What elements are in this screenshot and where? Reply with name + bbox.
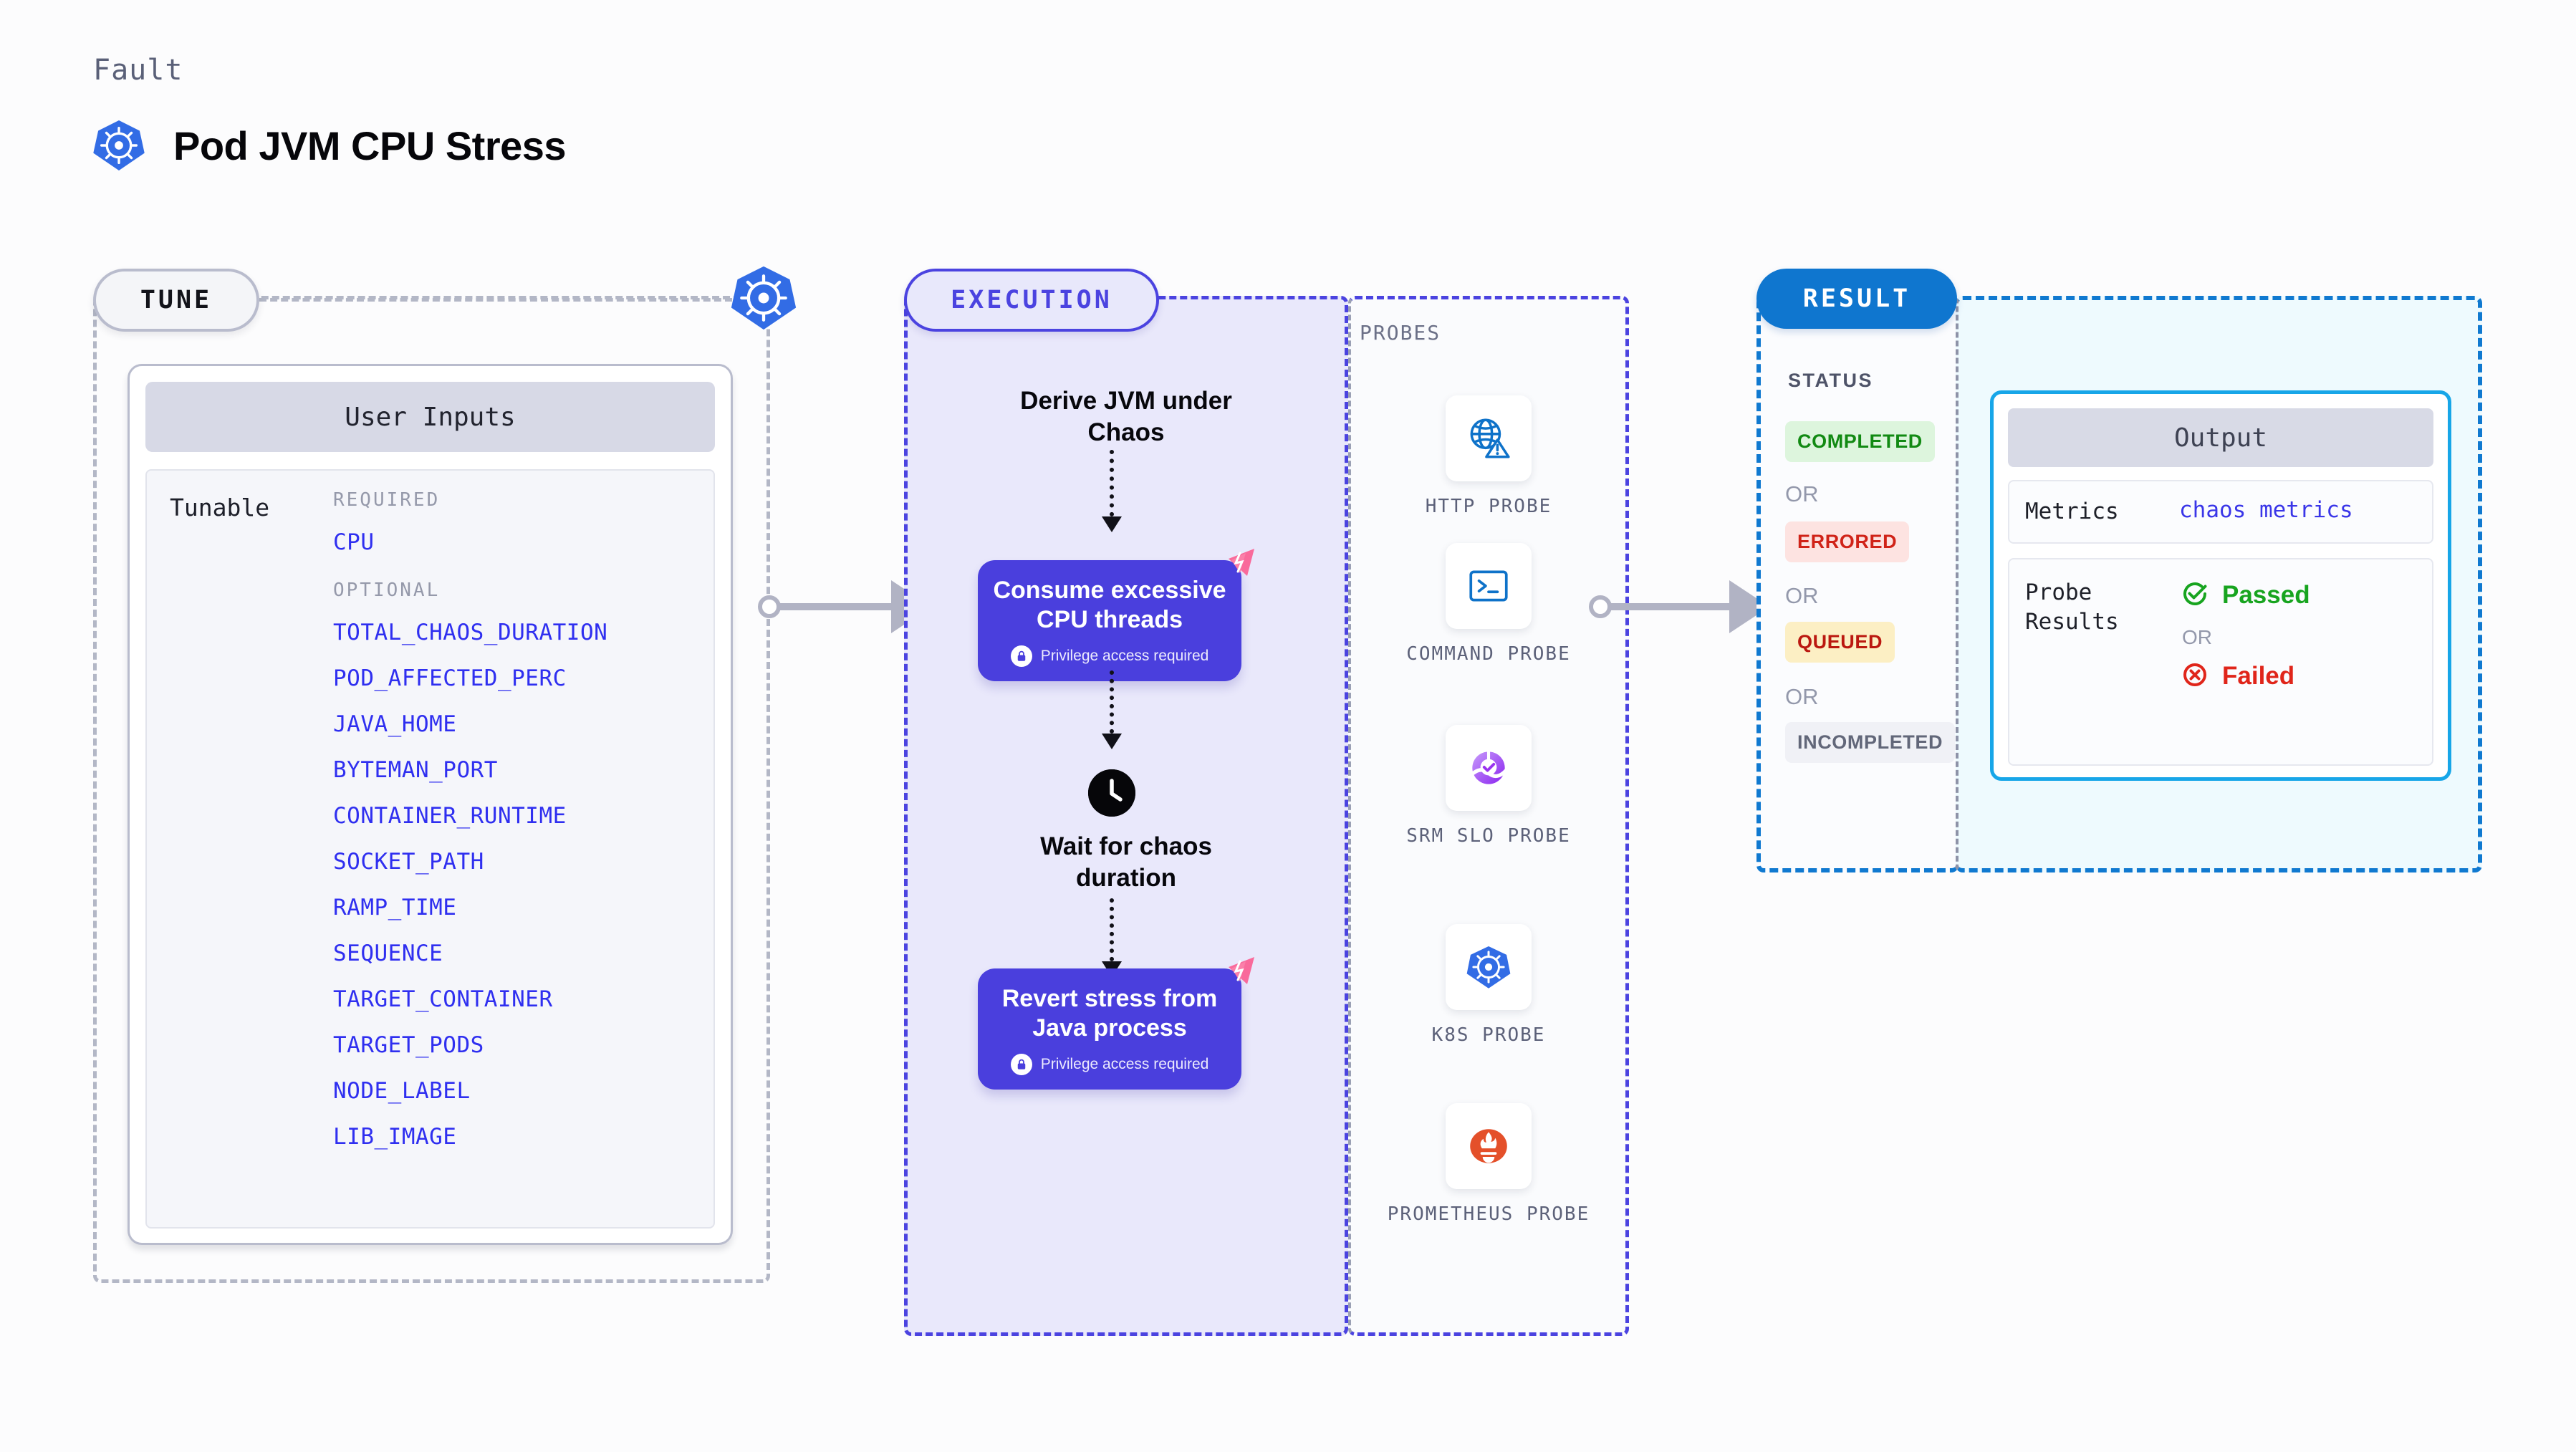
param-ramp-time[interactable]: RAMP_TIME bbox=[333, 895, 457, 920]
probes-label: PROBES bbox=[1360, 321, 1441, 345]
status-badge-incompleted: INCOMPLETED bbox=[1785, 722, 1956, 763]
status-badge-queued: QUEUED bbox=[1785, 622, 1895, 663]
execution-step-wait-duration: Wait for chaos duration bbox=[1040, 832, 1212, 892]
param-total-chaos-duration[interactable]: TOTAL_CHAOS_DURATION bbox=[333, 620, 608, 645]
globe-warning-icon[interactable] bbox=[1446, 395, 1532, 481]
required-heading: REQUIRED bbox=[333, 489, 441, 511]
tunable-panel: Tunable REQUIRED CPU OPTIONAL TOTAL_CHAO… bbox=[145, 469, 715, 1229]
execution-step-consume-cpu[interactable]: Consume excessive CPU threads Privilege … bbox=[978, 549, 1254, 681]
privilege-text: Privilege access required bbox=[1040, 1055, 1209, 1072]
kubernetes-icon[interactable] bbox=[1446, 924, 1532, 1010]
tune-region bbox=[93, 296, 770, 1283]
param-target-container[interactable]: TARGET_CONTAINER bbox=[333, 986, 553, 1012]
metrics-value[interactable]: chaos metrics bbox=[2179, 497, 2353, 523]
probe-k8s[interactable]: K8S PROBE bbox=[1348, 924, 1629, 1048]
page-title: Pod JVM CPU Stress bbox=[173, 122, 567, 168]
probe-label: K8S PROBE bbox=[1431, 1024, 1546, 1046]
param-node-label[interactable]: NODE_LABEL bbox=[333, 1078, 471, 1104]
status-label: STATUS bbox=[1788, 370, 1873, 391]
kubernetes-icon bbox=[92, 118, 146, 173]
probe-srm-slo[interactable]: SRM SLO PROBE bbox=[1348, 725, 1629, 849]
param-sequence[interactable]: SEQUENCE bbox=[333, 941, 443, 966]
param-socket-path[interactable]: SOCKET_PATH bbox=[333, 849, 484, 875]
probe-result-or: OR bbox=[2182, 625, 2212, 648]
probe-results-key: Probe Results bbox=[2025, 579, 2119, 635]
privilege-lock-icon bbox=[1010, 1053, 1032, 1075]
terminal-icon[interactable] bbox=[1446, 543, 1532, 629]
param-lib-image[interactable]: LIB_IMAGE bbox=[333, 1124, 457, 1150]
user-inputs-title: User Inputs bbox=[145, 382, 715, 452]
check-circle-icon bbox=[2179, 578, 2211, 613]
status-or-1: OR bbox=[1785, 481, 1819, 506]
prometheus-icon[interactable] bbox=[1446, 1103, 1532, 1189]
privilege-note: Privilege access required bbox=[989, 645, 1230, 667]
clock-icon bbox=[1088, 769, 1135, 817]
probe-results-values: Passed OR Failed bbox=[2179, 578, 2310, 749]
chaos-flag-icon bbox=[1219, 544, 1263, 589]
probe-label: SRM SLO PROBE bbox=[1406, 825, 1571, 847]
execution-card-title: Revert stress from Java process bbox=[1001, 985, 1218, 1042]
execution-step-derive-jvm: Derive JVM under Chaos bbox=[1020, 387, 1232, 446]
flow-arrow-3 bbox=[1102, 898, 1122, 977]
param-cpu[interactable]: CPU bbox=[333, 529, 375, 555]
status-or-3: OR bbox=[1785, 684, 1819, 709]
tune-leader-line bbox=[259, 298, 732, 302]
status-badge-completed: COMPLETED bbox=[1785, 421, 1935, 462]
probe-prometheus[interactable]: PROMETHEUS PROBE bbox=[1348, 1103, 1629, 1227]
tune-pill[interactable]: TUNE bbox=[93, 269, 259, 332]
privilege-lock-icon bbox=[1010, 645, 1032, 667]
status-or-2: OR bbox=[1785, 583, 1819, 608]
probe-label: HTTP PROBE bbox=[1425, 496, 1552, 517]
privilege-note: Privilege access required bbox=[989, 1053, 1230, 1075]
output-row-probe-results: Probe Results Passed OR bbox=[2008, 557, 2433, 766]
execution-pill[interactable]: EXECUTION bbox=[904, 269, 1159, 332]
probe-label: PROMETHEUS PROBE bbox=[1387, 1203, 1590, 1225]
probe-http[interactable]: HTTP PROBE bbox=[1348, 395, 1629, 519]
fault-eyebrow-label: Fault bbox=[93, 54, 183, 87]
execution-card-title: Consume excessive CPU threads bbox=[993, 577, 1226, 634]
failed-label: Failed bbox=[2222, 662, 2295, 691]
kubernetes-icon bbox=[729, 264, 798, 332]
param-container-runtime[interactable]: CONTAINER_RUNTIME bbox=[333, 803, 567, 829]
param-byteman-port[interactable]: BYTEMAN_PORT bbox=[333, 757, 498, 783]
flow-arrow-2 bbox=[1102, 670, 1122, 749]
probe-label: COMMAND PROBE bbox=[1406, 643, 1571, 665]
tunable-parameter-list: REQUIRED CPU OPTIONAL TOTAL_CHAOS_DURATI… bbox=[333, 489, 706, 1220]
execution-region bbox=[904, 296, 1348, 1336]
metrics-key: Metrics bbox=[2025, 499, 2119, 524]
optional-heading: OPTIONAL bbox=[333, 580, 441, 601]
output-title: Output bbox=[2008, 408, 2433, 467]
srm-slo-icon[interactable] bbox=[1446, 725, 1532, 811]
x-circle-icon bbox=[2179, 659, 2211, 694]
probe-result-failed: Failed bbox=[2179, 659, 2310, 694]
status-badge-errored: ERRORED bbox=[1785, 521, 1910, 562]
probe-result-passed: Passed bbox=[2179, 578, 2310, 613]
param-pod-affected-perc[interactable]: POD_AFFECTED_PERC bbox=[333, 665, 567, 691]
execution-step-revert-stress[interactable]: Revert stress from Java process Privileg… bbox=[978, 957, 1254, 1090]
user-inputs-card: User Inputs Tunable REQUIRED CPU OPTIONA… bbox=[128, 364, 733, 1245]
chaos-flag-icon bbox=[1219, 953, 1263, 997]
output-card: Output Metrics chaos metrics Probe Resul… bbox=[1990, 390, 2451, 781]
passed-label: Passed bbox=[2222, 581, 2310, 610]
result-pill[interactable]: RESULT bbox=[1756, 269, 1957, 329]
param-target-pods[interactable]: TARGET_PODS bbox=[333, 1032, 484, 1058]
probe-command[interactable]: COMMAND PROBE bbox=[1348, 543, 1629, 667]
privilege-text: Privilege access required bbox=[1040, 647, 1209, 664]
output-row-metrics: Metrics chaos metrics bbox=[2008, 480, 2433, 544]
tunable-label: Tunable bbox=[170, 494, 270, 521]
page-title-row: Pod JVM CPU Stress bbox=[92, 118, 567, 173]
param-java-home[interactable]: JAVA_HOME bbox=[333, 711, 457, 737]
result-status-region bbox=[1756, 296, 1959, 872]
flow-arrow-1 bbox=[1102, 450, 1122, 532]
